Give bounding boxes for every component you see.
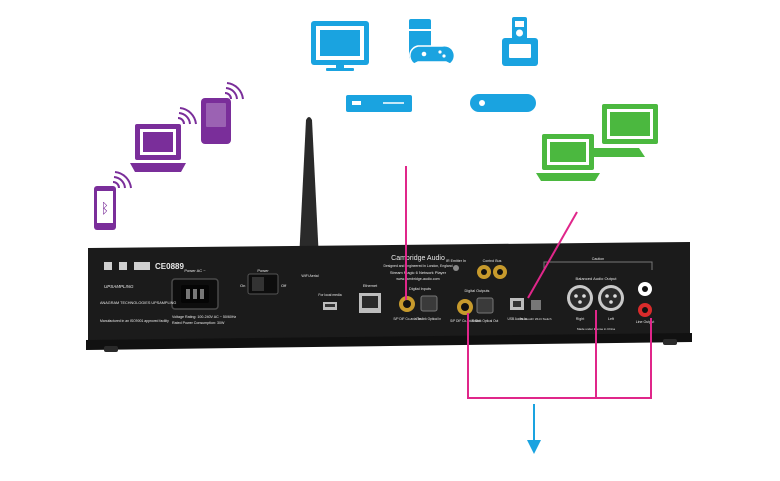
ethernet-label: Ethernet [363, 284, 378, 288]
laptop-icon [536, 134, 600, 181]
toslink-out-label: Toslink Optical Out [472, 319, 499, 323]
brand-name: Cambridge Audio [391, 255, 445, 262]
manufactured-text: Manufactured in an ISO9001 approved faci… [100, 319, 169, 323]
usb-audio-line [527, 211, 578, 299]
bluetooth-icon: ᛒ [101, 201, 109, 217]
usb-audio-in-label: USB Audio In [508, 317, 527, 321]
model-name: Stream Magic 6 Network Player [390, 270, 447, 275]
bt-wifi-switch-label: Bluetooth/ Wi-Fi Switch [520, 317, 551, 321]
ir-emitter-label: IR Emitter In [446, 259, 466, 263]
toslink-in-label: Toslink Optical In [417, 317, 441, 321]
spdif-out-label: S/P DIF Co-axial Out [450, 319, 480, 323]
switch-on-label: On [240, 283, 245, 288]
website-url: www.cambridge-audio.com [396, 277, 439, 281]
wifi-antenna [299, 117, 319, 265]
caution-label: Caution [592, 257, 604, 261]
voltage-rating: Voltage Rating: 100-240V AC ~ 50/60Hz [172, 315, 236, 319]
switch-off-label: Off [281, 283, 287, 288]
game-console-icon [409, 19, 456, 65]
output-arrow-icon [527, 404, 541, 454]
power-consumption: Rated Power Consumption: 30W [172, 321, 225, 325]
blu-ray-player-icon [346, 95, 412, 112]
wifi-aerial-label: WiFi Aerial [301, 274, 318, 278]
right-output-label: Right [576, 317, 584, 321]
desktop-computer-icon [587, 104, 658, 157]
upsampling-logo: UPSAMPLING [104, 284, 134, 289]
smartphone-bluetooth-icon: ᛒ [94, 171, 132, 230]
usb-host-label: For local media [318, 293, 341, 297]
anagram-text: ANAGRAM TECHNOLOGIES UPSAMPLING [100, 301, 176, 305]
line-output-label: Line Output [636, 320, 655, 324]
tv-icon [311, 21, 369, 71]
rear-panel: CE0889 Power AC ~ Power On Off UPSAMPLIN… [86, 242, 692, 352]
power-switch-label: Power [257, 268, 269, 273]
handheld-wifi-icon [201, 82, 244, 144]
power-inlet-label: Power AC ~ [184, 268, 206, 273]
ce-mark: CE0889 [155, 262, 184, 271]
spdif-in-label: S/P DIF Co-axial In [393, 317, 420, 321]
brand-subtitle: Designed and engineered in London, Engla… [384, 264, 453, 268]
ipod-dock-icon [502, 17, 538, 66]
balanced-output-label: Balanced Audio Output [576, 276, 618, 281]
left-output-label: Left [608, 317, 614, 321]
digital-outputs-label: Digital Outputs [465, 289, 490, 293]
digital-inputs-label: Digital Inputs [409, 287, 431, 291]
set-top-box-icon [470, 94, 536, 112]
laptop-wifi-icon [130, 107, 197, 172]
control-bus-label: Control Bus [483, 259, 502, 263]
connector-lines [405, 166, 652, 399]
